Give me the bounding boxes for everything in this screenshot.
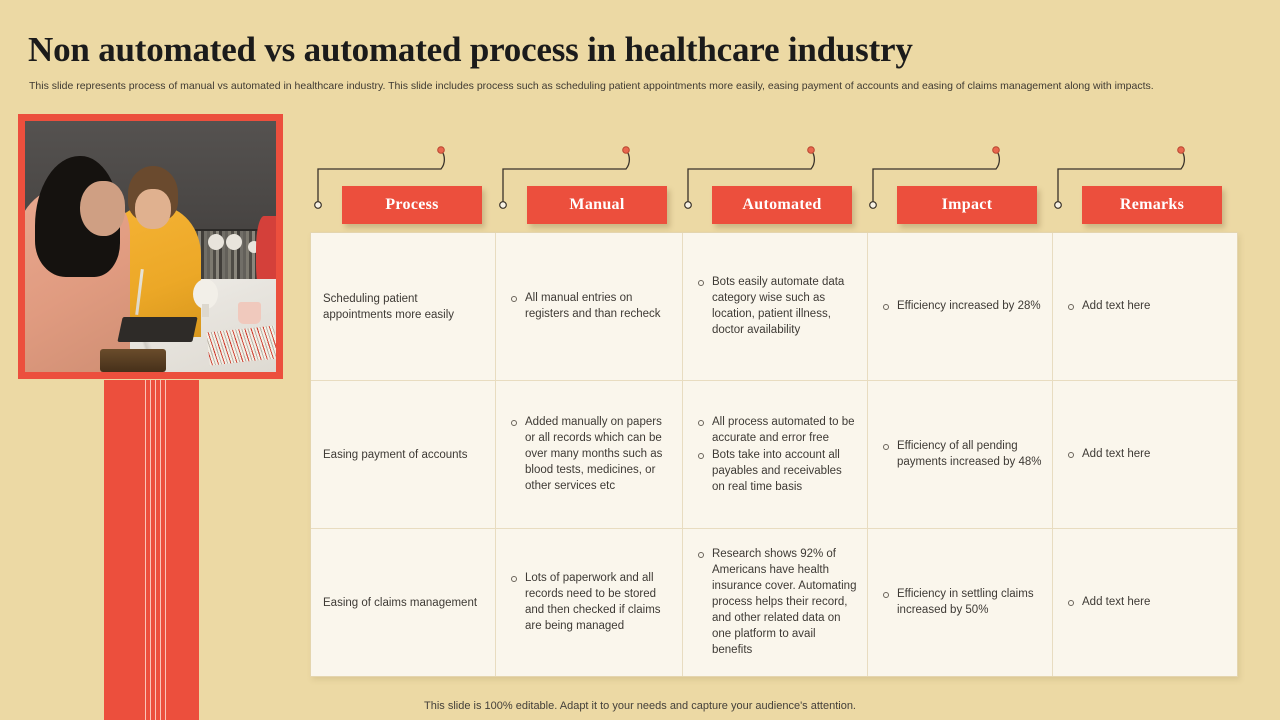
table-cell-impact: Efficiency in settling claims increased … xyxy=(868,529,1052,676)
table-column-remarks: Add text here Add text here Add text her… xyxy=(1053,233,1237,676)
bullet-list: Add text here xyxy=(1063,446,1227,463)
table-cell-remarks[interactable]: Add text here xyxy=(1053,233,1237,381)
header-tab-label: Remarks xyxy=(1119,196,1185,213)
bullet-list: Efficiency increased by 28% xyxy=(878,298,1042,315)
bullet-item: Efficiency of all pending payments incre… xyxy=(878,438,1042,470)
table-cell-automated: All process automated to be accurate and… xyxy=(683,381,867,529)
bullet-list: Add text here xyxy=(1063,594,1227,611)
table-cell-automated: Bots easily automate data category wise … xyxy=(683,233,867,381)
header-tab-label: Automated xyxy=(742,196,822,213)
bullet-item: Efficiency in settling claims increased … xyxy=(878,586,1042,618)
bullet-item: Bots easily automate data category wise … xyxy=(693,274,857,338)
table-cell-impact: Efficiency increased by 28% xyxy=(868,233,1052,381)
photo-desk-wallet xyxy=(100,349,166,372)
page-title: Non automated vs automated process in he… xyxy=(28,30,913,69)
photo-desk-globe xyxy=(193,279,219,310)
header-tab-label: Manual xyxy=(569,196,625,213)
table-cell-impact: Efficiency of all pending payments incre… xyxy=(868,381,1052,529)
table-cell-automated: Research shows 92% of Americans have hea… xyxy=(683,529,867,676)
table-cell-manual: Lots of paperwork and all records need t… xyxy=(496,529,682,676)
header-tab-box[interactable]: Impact xyxy=(897,186,1037,224)
photo-desk-cup xyxy=(238,301,261,325)
table-cell-process: Easing of claims management xyxy=(323,596,478,609)
bullet-list: Added manually on papers or all records … xyxy=(506,414,672,495)
table-cell-manual: All manual entries on registers and than… xyxy=(496,233,682,381)
table-column-manual: All manual entries on registers and than… xyxy=(496,233,683,676)
bullet-item: Efficiency increased by 28% xyxy=(878,298,1042,314)
comparison-table: Scheduling patient appointments more eas… xyxy=(310,232,1238,677)
team-photo xyxy=(25,121,276,372)
bullet-list: All manual entries on registers and than… xyxy=(506,290,672,323)
table-column-process: Scheduling patient appointments more eas… xyxy=(311,233,496,676)
photo-background-object xyxy=(255,216,276,297)
bullet-item: Bots take into account all payables and … xyxy=(693,447,857,495)
photo-person-left-face xyxy=(80,181,126,237)
header-tab-box[interactable]: Remarks xyxy=(1082,186,1222,224)
photo-frame xyxy=(18,114,283,379)
slide-footer-note: This slide is 100% editable. Adapt it to… xyxy=(424,700,856,712)
photo-lamp xyxy=(225,233,242,250)
page-subtitle: This slide represents process of manual … xyxy=(29,80,1154,92)
decorative-stripe-lines xyxy=(141,380,169,720)
bullet-item: All manual entries on registers and than… xyxy=(506,290,672,322)
photo-desk-papers xyxy=(117,316,199,342)
table-cell-remarks[interactable]: Add text here xyxy=(1053,529,1237,676)
photo-person-right-face xyxy=(135,188,171,229)
bullet-item: Added manually on papers or all records … xyxy=(506,414,672,494)
bullet-list: Research shows 92% of Americans have hea… xyxy=(693,546,857,659)
header-tab-box[interactable]: Manual xyxy=(527,186,667,224)
bullet-list: All process automated to be accurate and… xyxy=(693,414,857,496)
bullet-list: Lots of paperwork and all records need t… xyxy=(506,570,672,635)
decorative-red-stripe xyxy=(104,380,199,720)
bullet-item: Research shows 92% of Americans have hea… xyxy=(693,546,857,658)
table-cell-process: Scheduling patient appointments more eas… xyxy=(311,233,495,381)
column-header-tabs: Process Manual Automated Impact xyxy=(310,140,1240,232)
bullet-list: Efficiency of all pending payments incre… xyxy=(878,438,1042,471)
table-cell-manual: Added manually on papers or all records … xyxy=(496,381,682,529)
header-tab-label: Impact xyxy=(941,196,993,213)
photo-lamp xyxy=(208,233,225,250)
bullet-list: Efficiency in settling claims increased … xyxy=(878,586,1042,619)
bullet-list: Add text here xyxy=(1063,298,1227,315)
header-tab-label: Process xyxy=(385,196,439,213)
header-tab-box[interactable]: Process xyxy=(342,186,482,224)
bullet-item: Add text here xyxy=(1063,594,1227,610)
bullet-item: Add text here xyxy=(1063,446,1227,462)
bullet-item: All process automated to be accurate and… xyxy=(693,414,857,446)
bullet-item: Add text here xyxy=(1063,298,1227,314)
header-tab-box[interactable]: Automated xyxy=(712,186,852,224)
photo-desk-globe-stem xyxy=(201,304,210,317)
bullet-item: Lots of paperwork and all records need t… xyxy=(506,570,672,634)
table-column-automated: Bots easily automate data category wise … xyxy=(683,233,868,676)
bullet-list: Bots easily automate data category wise … xyxy=(693,274,857,339)
table-column-impact: Efficiency increased by 28% Efficiency o… xyxy=(868,233,1053,676)
table-cell-remarks[interactable]: Add text here xyxy=(1053,381,1237,529)
table-cell-process: Easing payment of accounts xyxy=(311,381,495,529)
